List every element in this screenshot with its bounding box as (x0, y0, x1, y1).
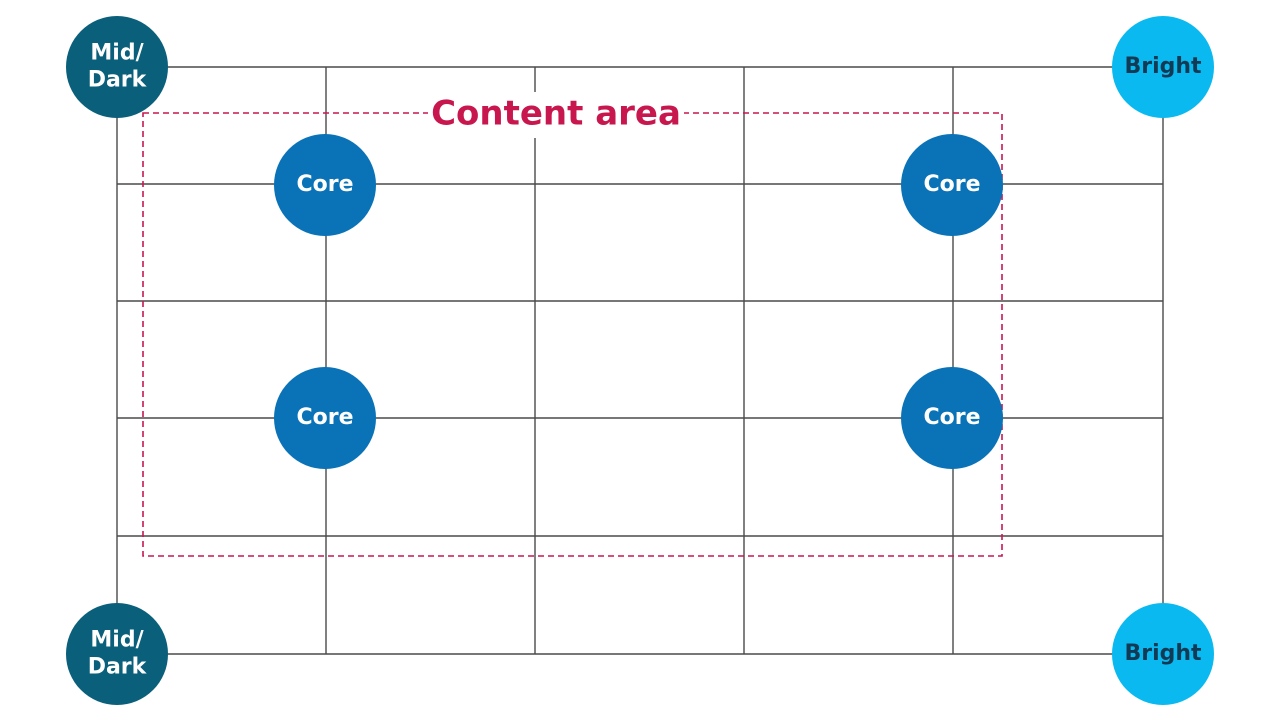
node-label-core-2-line-1: Core (923, 172, 980, 197)
node-label-mid-dark-top-left-line-1: Mid/ (90, 41, 144, 66)
node-circle-core-2 (901, 134, 1003, 236)
node-circle-core-4 (901, 367, 1003, 469)
node-core-3: Core (274, 367, 376, 469)
content-area-border (142, 112, 1003, 557)
node-bright-bottom-right: Bright (1112, 603, 1214, 705)
node-label-mid-dark-top-left-line-2: Dark (88, 68, 148, 93)
node-circle-core-3 (274, 367, 376, 469)
node-circle-bright-top-right (1112, 16, 1214, 118)
node-label-core-4-line-1: Core (923, 405, 980, 430)
content-area-label: Content area (431, 94, 681, 134)
node-label-mid-dark-bottom-left-line-2: Dark (88, 655, 148, 680)
node-label-core-3-line-1: Core (296, 405, 353, 430)
node-label-core-1-line-1: Core (296, 172, 353, 197)
node-core-2: Core (901, 134, 1003, 236)
node-circle-bright-bottom-right (1112, 603, 1214, 705)
node-mid-dark-bottom-left: Mid/Dark (66, 603, 168, 705)
node-label-bright-top-right-line-1: Bright (1124, 54, 1202, 79)
node-core-4: Core (901, 367, 1003, 469)
node-core-1: Core (274, 134, 376, 236)
node-mid-dark-top-left: Mid/Dark (66, 16, 168, 118)
content-area-label-background (428, 92, 684, 138)
node-circle-core-1 (274, 134, 376, 236)
content-area: Content area (142, 92, 1003, 557)
node-bright-top-right: Bright (1112, 16, 1214, 118)
node-circle-mid-dark-bottom-left (66, 603, 168, 705)
node-label-bright-bottom-right-line-1: Bright (1124, 641, 1202, 666)
node-circle-mid-dark-top-left (66, 16, 168, 118)
grid (116, 66, 1164, 655)
node-label-mid-dark-bottom-left-line-1: Mid/ (90, 628, 144, 653)
